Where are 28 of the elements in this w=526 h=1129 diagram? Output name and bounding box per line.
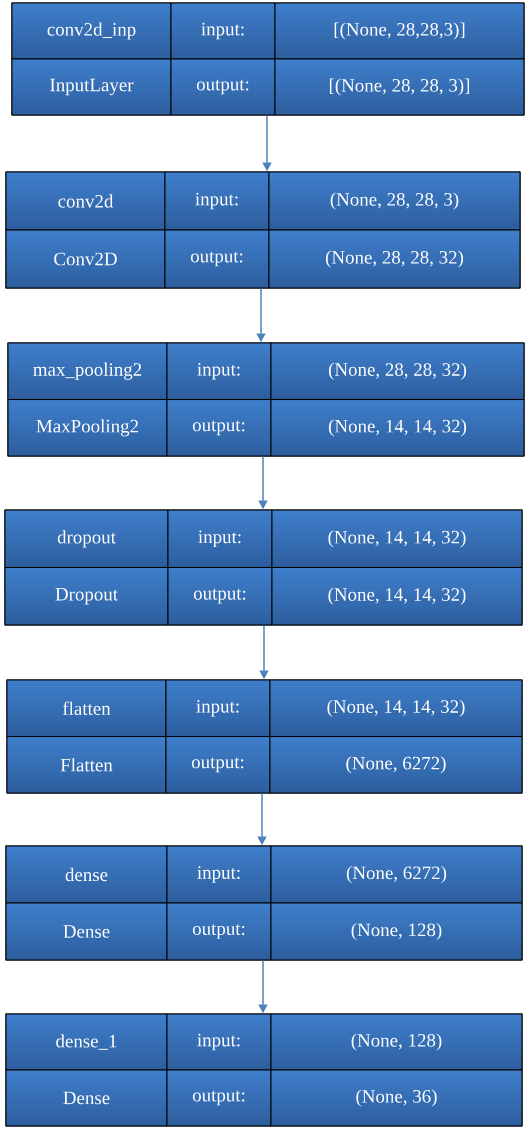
table-cell: input:: [164, 171, 270, 231]
table-cell: MaxPooling2: [7, 399, 168, 457]
table-cell: output:: [166, 1069, 272, 1127]
table-cell: output:: [166, 902, 272, 961]
table-cell: output:: [164, 229, 270, 289]
table-cell: max_pooling2: [7, 342, 168, 400]
table-cell: flatten: [6, 679, 167, 737]
table-cell: dense: [5, 845, 168, 904]
table-cell: input:: [166, 845, 272, 904]
table-cell: input:: [167, 509, 273, 569]
table-cell: dropout: [4, 509, 169, 569]
table-cell: output:: [170, 58, 276, 116]
table-cell: input:: [165, 679, 271, 737]
table-cell: input:: [166, 342, 272, 400]
table-cell: InputLayer: [11, 58, 172, 116]
table-cell: dense_1: [5, 1013, 168, 1071]
table-cell: conv2d_inp: [11, 2, 172, 60]
table-cell: Dense: [5, 902, 168, 961]
table-cell: output:: [165, 736, 271, 794]
table-cell: output:: [166, 399, 272, 457]
table-cell: Conv2D: [5, 229, 166, 289]
table-cell: input:: [166, 1013, 272, 1071]
table-cell: output:: [167, 566, 273, 626]
table-cell: Dropout: [4, 566, 169, 626]
table-cell: conv2d: [5, 171, 166, 231]
table-cell: Flatten: [6, 736, 167, 794]
table-cell: input:: [170, 2, 276, 60]
table-cell: Dense: [5, 1069, 168, 1127]
